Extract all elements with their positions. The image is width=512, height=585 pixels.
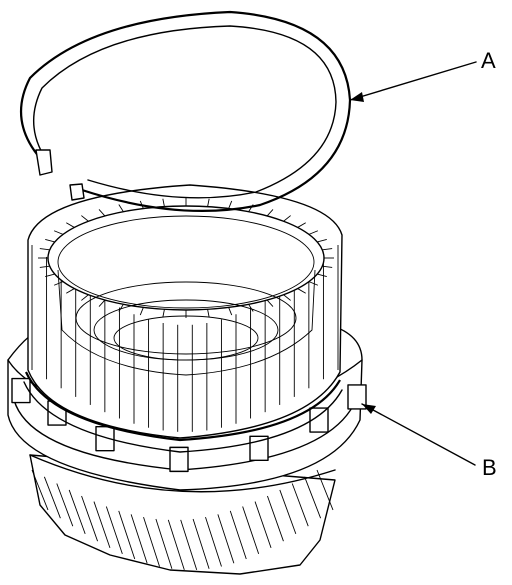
inner-tooth (207, 198, 210, 207)
inner-tooth (228, 307, 233, 316)
inner-tooth (162, 309, 165, 318)
inner-tooth (39, 265, 50, 268)
helical-tooth (279, 489, 297, 535)
inner-tooth (81, 215, 89, 222)
inner-tooth (228, 200, 233, 209)
outer-splines (31, 245, 339, 432)
helical-tooth (316, 469, 334, 511)
inner-tooth (39, 248, 50, 251)
callout-label-a: A (481, 48, 496, 73)
inner-tooth (207, 309, 210, 318)
inner-tooth (162, 198, 165, 207)
inner-tooth (317, 239, 327, 243)
hub-slot (309, 407, 329, 433)
helical-tooth (31, 469, 49, 511)
helical-tooth (105, 506, 123, 554)
inner-tooth (297, 288, 306, 294)
inner-tooth (283, 294, 291, 301)
helical-tooth (155, 518, 173, 569)
inner-tooth (297, 222, 306, 228)
helical-tooth (56, 483, 74, 527)
inner-tooth (66, 222, 75, 228)
leader-a (349, 61, 477, 102)
inner-tooth (98, 299, 106, 307)
helical-tooth (291, 483, 309, 527)
helical-tooth (118, 510, 136, 560)
helical-tooth (93, 501, 111, 549)
splined-sleeve (27, 184, 343, 439)
inner-tooth (322, 248, 333, 251)
helical-tooth (205, 516, 222, 567)
helical-tooth (167, 519, 185, 570)
helical-tooth (229, 510, 247, 560)
inner-tooth (45, 273, 55, 277)
inner-tooth (266, 299, 274, 307)
inner-tooth (248, 304, 254, 312)
inner-tooth (118, 204, 124, 212)
helical-tooth (217, 514, 235, 564)
inner-tooth (66, 288, 75, 294)
inner-tooth (139, 307, 144, 316)
hub-slot (11, 377, 31, 404)
hub-slot (169, 446, 189, 473)
helical-tooth (130, 514, 148, 564)
ring-b (23, 371, 343, 453)
inner-tooth (98, 209, 106, 217)
helical-tooth (81, 495, 98, 542)
inner-teeth (38, 198, 334, 318)
helical-tooth (267, 495, 284, 542)
helical-tooth (180, 519, 198, 570)
helical-tooth (43, 476, 61, 519)
helical-tooth (304, 476, 322, 519)
callout-label-b: B (482, 455, 497, 480)
inner-tooth (322, 265, 333, 268)
helical-tooth (192, 518, 210, 569)
helical-tooth (254, 501, 272, 549)
leader-b (361, 403, 476, 466)
helical-gear (29, 454, 336, 575)
inner-tooth (266, 209, 274, 217)
inner-tooth (308, 281, 319, 286)
inner-tooth (283, 215, 291, 222)
helical-tooth (68, 489, 86, 535)
inner-tooth (45, 239, 55, 243)
inner-tooth (53, 230, 64, 235)
helical-tooth (242, 506, 260, 554)
inner-tooth (308, 230, 319, 235)
helical-tooth (143, 516, 160, 567)
helical-gear-teeth (31, 469, 334, 570)
inner-tooth (81, 294, 89, 301)
ring-a (19, 10, 352, 212)
inner-tooth (317, 273, 327, 277)
inner-tooth (118, 304, 124, 312)
hub-slot (347, 384, 367, 410)
